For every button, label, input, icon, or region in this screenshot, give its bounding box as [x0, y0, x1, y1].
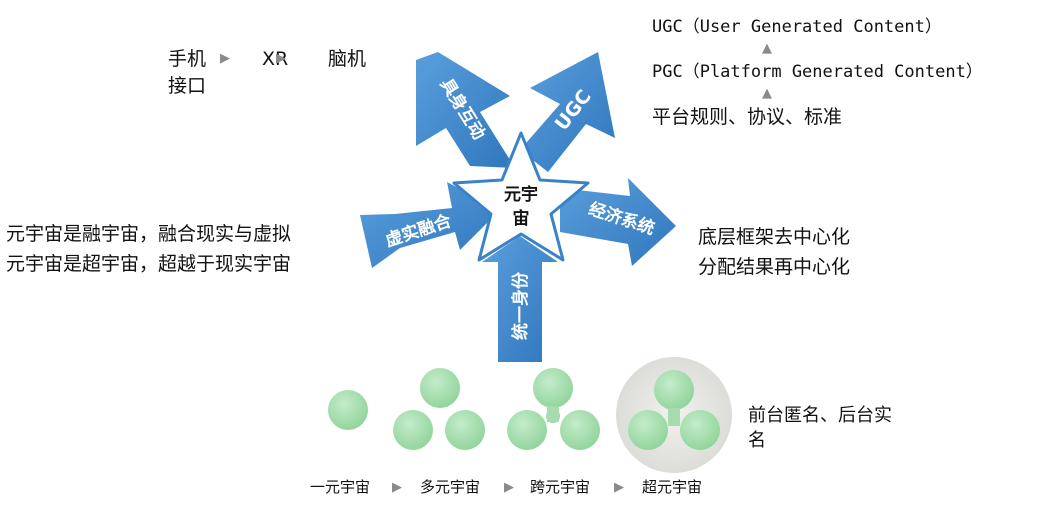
stage-multi-universe: 多元宇宙: [420, 478, 481, 496]
content-pgc: PGC（Platform Generated Content）: [652, 62, 983, 82]
stage-super-universe: 超元宇宙: [642, 478, 703, 496]
triangle-right-icon: ▶: [504, 480, 514, 495]
bubble-group-cross: [507, 368, 600, 450]
interface-label: 接口: [168, 75, 207, 97]
arrow-ugc: UGC: [520, 52, 615, 172]
center-label-line1: 元宇: [504, 184, 538, 205]
bubble-single: [328, 390, 368, 430]
interface-xr: XR: [262, 48, 289, 70]
content-rules: 平台规则、协议、标准: [652, 106, 843, 128]
identity-line1: 前台匿名、后台实: [748, 405, 892, 426]
center-label-line2: 宙: [513, 208, 530, 229]
triangle-up-icon: ▲: [762, 41, 772, 56]
bubble-group-multi: [393, 368, 485, 450]
arrow-unified-identity: 统一身份: [482, 236, 558, 362]
identity-line2: 名: [748, 430, 766, 451]
bubble-group-super: [616, 357, 732, 473]
arrow-embodied-interaction: 具身互动: [416, 52, 515, 168]
fusion-line1: 元宇宙是融宇宙，融合现实与虚拟: [6, 223, 292, 245]
triangle-up-icon: ▲: [762, 86, 772, 101]
arrow-economic-system: 经济系统: [560, 178, 676, 266]
triangle-right-icon: ▶: [392, 480, 402, 495]
fusion-line2: 元宇宙是超宇宙，超越于现实宇宙: [6, 253, 292, 275]
interface-brain: 脑机: [328, 48, 367, 70]
triangle-right-icon: ▶: [276, 51, 286, 66]
center-star: 元宇 宙: [452, 131, 590, 262]
economy-line1: 底层框架去中心化: [698, 226, 851, 248]
stage-cross-universe: 跨元宇宙: [530, 478, 591, 496]
interface-phone: 手机: [168, 48, 207, 70]
triangle-right-icon: ▶: [614, 480, 624, 495]
stage-one-universe: 一元宇宙: [310, 478, 371, 496]
content-ugc: UGC（User Generated Content）: [652, 17, 942, 37]
triangle-right-icon: ▶: [220, 51, 230, 66]
economy-line2: 分配结果再中心化: [698, 256, 851, 278]
arrow-label-identity: 统一身份: [510, 271, 531, 340]
